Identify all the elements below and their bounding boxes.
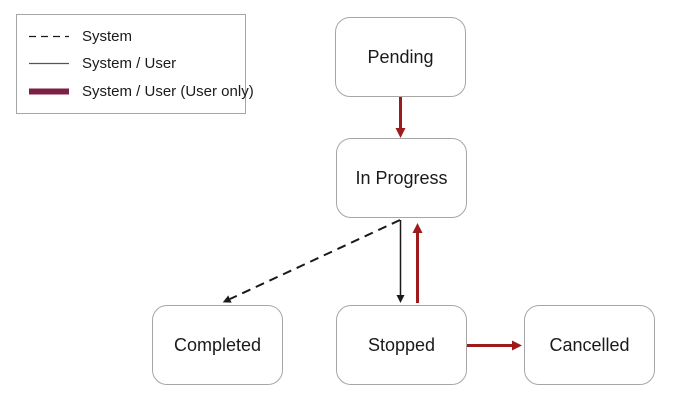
legend-item-user-only: System / User (User only): [29, 83, 254, 100]
thick-line-icon: [29, 88, 69, 95]
state-label: Stopped: [367, 334, 436, 355]
state-label: Completed: [173, 334, 262, 355]
state-node-pending: Pending: [335, 17, 466, 97]
state-node-completed: Completed: [152, 305, 283, 385]
state-node-cancelled: Cancelled: [524, 305, 655, 385]
state-label: Cancelled: [549, 334, 630, 355]
dashed-line-icon: [29, 36, 69, 38]
state-node-in-progress: In Progress: [336, 138, 467, 218]
legend-label-system: System: [82, 28, 133, 46]
legend-item-system: System: [29, 28, 245, 45]
state-label: In Progress: [355, 167, 448, 188]
legend: System System / User System / User (User…: [16, 14, 254, 114]
legend-label-user-only: System / User (User only): [82, 82, 254, 100]
legend-item-system-user: System / User: [29, 55, 245, 72]
solid-line-icon: [29, 63, 69, 65]
edge-inprogress-to-completed-arrow: [222, 219, 401, 303]
state-node-stopped: Stopped: [336, 305, 467, 385]
state-label: Pending: [367, 46, 434, 67]
legend-label-system-user: System / User: [82, 55, 177, 73]
